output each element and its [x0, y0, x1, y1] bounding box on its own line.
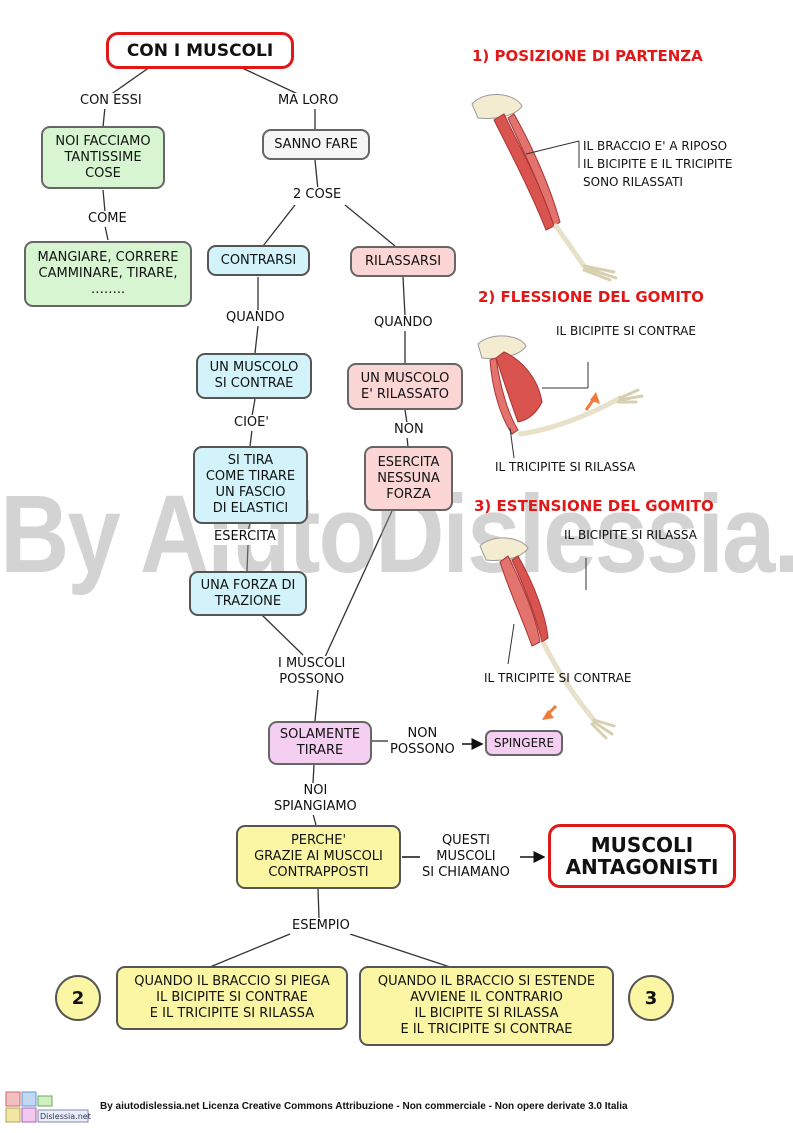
node-muscolo-rilassato: UN MUSCOLO E' RILASSATO [347, 363, 463, 410]
node-mangiare: MANGIARE, CORRERE CAMMINARE, TIRARE, …….… [24, 241, 192, 307]
link-2-cose: 2 COSE [291, 187, 344, 203]
link-non-possono: NON POSSONO [388, 726, 457, 758]
node-muscoli-antagonisti: MUSCOLI ANTAGONISTI [548, 824, 736, 888]
node-braccio-piega: QUANDO IL BRACCIO SI PIEGA IL BICIPITE S… [116, 966, 348, 1030]
step1-note: IL BRACCIO E' A RIPOSO IL BICIPITE E IL … [583, 139, 733, 189]
svg-text:Dislessia.net: Dislessia.net [40, 1112, 91, 1121]
site-logo: Dislessia.net [5, 1091, 91, 1123]
step2-title: 2) FLESSIONE DEL GOMITO [478, 288, 704, 306]
link-non: NON [392, 422, 426, 438]
step2-note-top: IL BICIPITE SI CONTRAE [556, 324, 696, 338]
link-ma-loro: MA LORO [276, 93, 341, 109]
arm-flexion-illustration [477, 335, 644, 459]
arm-extension-illustration [479, 537, 616, 740]
footer-license: By aiutodislessia.net Licenza Creative C… [100, 1101, 628, 1112]
step3-note-top: IL BICIPITE SI RILASSA [564, 528, 697, 542]
link-quando-right: QUANDO [372, 315, 435, 331]
badge-3: 3 [628, 975, 674, 1021]
link-con-essi: CON ESSI [78, 93, 144, 109]
node-solamente-tirare: SOLAMENTE TIRARE [268, 721, 372, 765]
link-noi-spingiamo: NOI SPIANGIAMO [272, 783, 359, 815]
node-braccio-estende: QUANDO IL BRACCIO SI ESTENDE AVVIENE IL … [359, 966, 614, 1046]
link-come: COME [86, 211, 129, 227]
node-muscolo-contrae: UN MUSCOLO SI CONTRAE [196, 353, 312, 399]
link-questi-muscoli: QUESTI MUSCOLI SI CHIAMANO [420, 833, 512, 881]
node-contrarsi: CONTRARSI [207, 245, 310, 276]
link-quando-left: QUANDO [224, 310, 287, 326]
link-i-muscoli-possono: I MUSCOLI POSSONO [276, 656, 348, 688]
step3-note-bottom: IL TRICIPITE SI CONTRAE [484, 671, 632, 685]
node-si-tira: SI TIRA COME TIRARE UN FASCIO DI ELASTIC… [193, 446, 308, 524]
link-cioe: CIOE' [232, 415, 271, 431]
step1-title: 1) POSIZIONE DI PARTENZA [472, 47, 703, 65]
node-noi-facciamo: NOI FACCIAMO TANTISSIME COSE [41, 126, 165, 189]
step3-title: 3) ESTENSIONE DEL GOMITO [474, 497, 714, 515]
link-esempio: ESEMPIO [290, 918, 352, 934]
arm-rest-illustration [471, 93, 618, 282]
node-spingere: SPINGERE [485, 730, 563, 756]
node-perche: PERCHE' GRAZIE AI MUSCOLI CONTRAPPOSTI [236, 825, 401, 889]
node-esercita-nessuna: ESERCITA NESSUNA FORZA [364, 446, 453, 511]
link-esercita: ESERCITA [212, 529, 278, 545]
node-rilassarsi: RILASSARSI [350, 246, 456, 277]
node-sanno-fare: SANNO FARE [262, 129, 370, 160]
badge-2: 2 [55, 975, 101, 1021]
step2-note-bottom: IL TRICIPITE SI RILASSA [495, 460, 636, 474]
map-title: CON I MUSCOLI [106, 32, 294, 69]
node-forza-trazione: UNA FORZA DI TRAZIONE [189, 571, 307, 616]
